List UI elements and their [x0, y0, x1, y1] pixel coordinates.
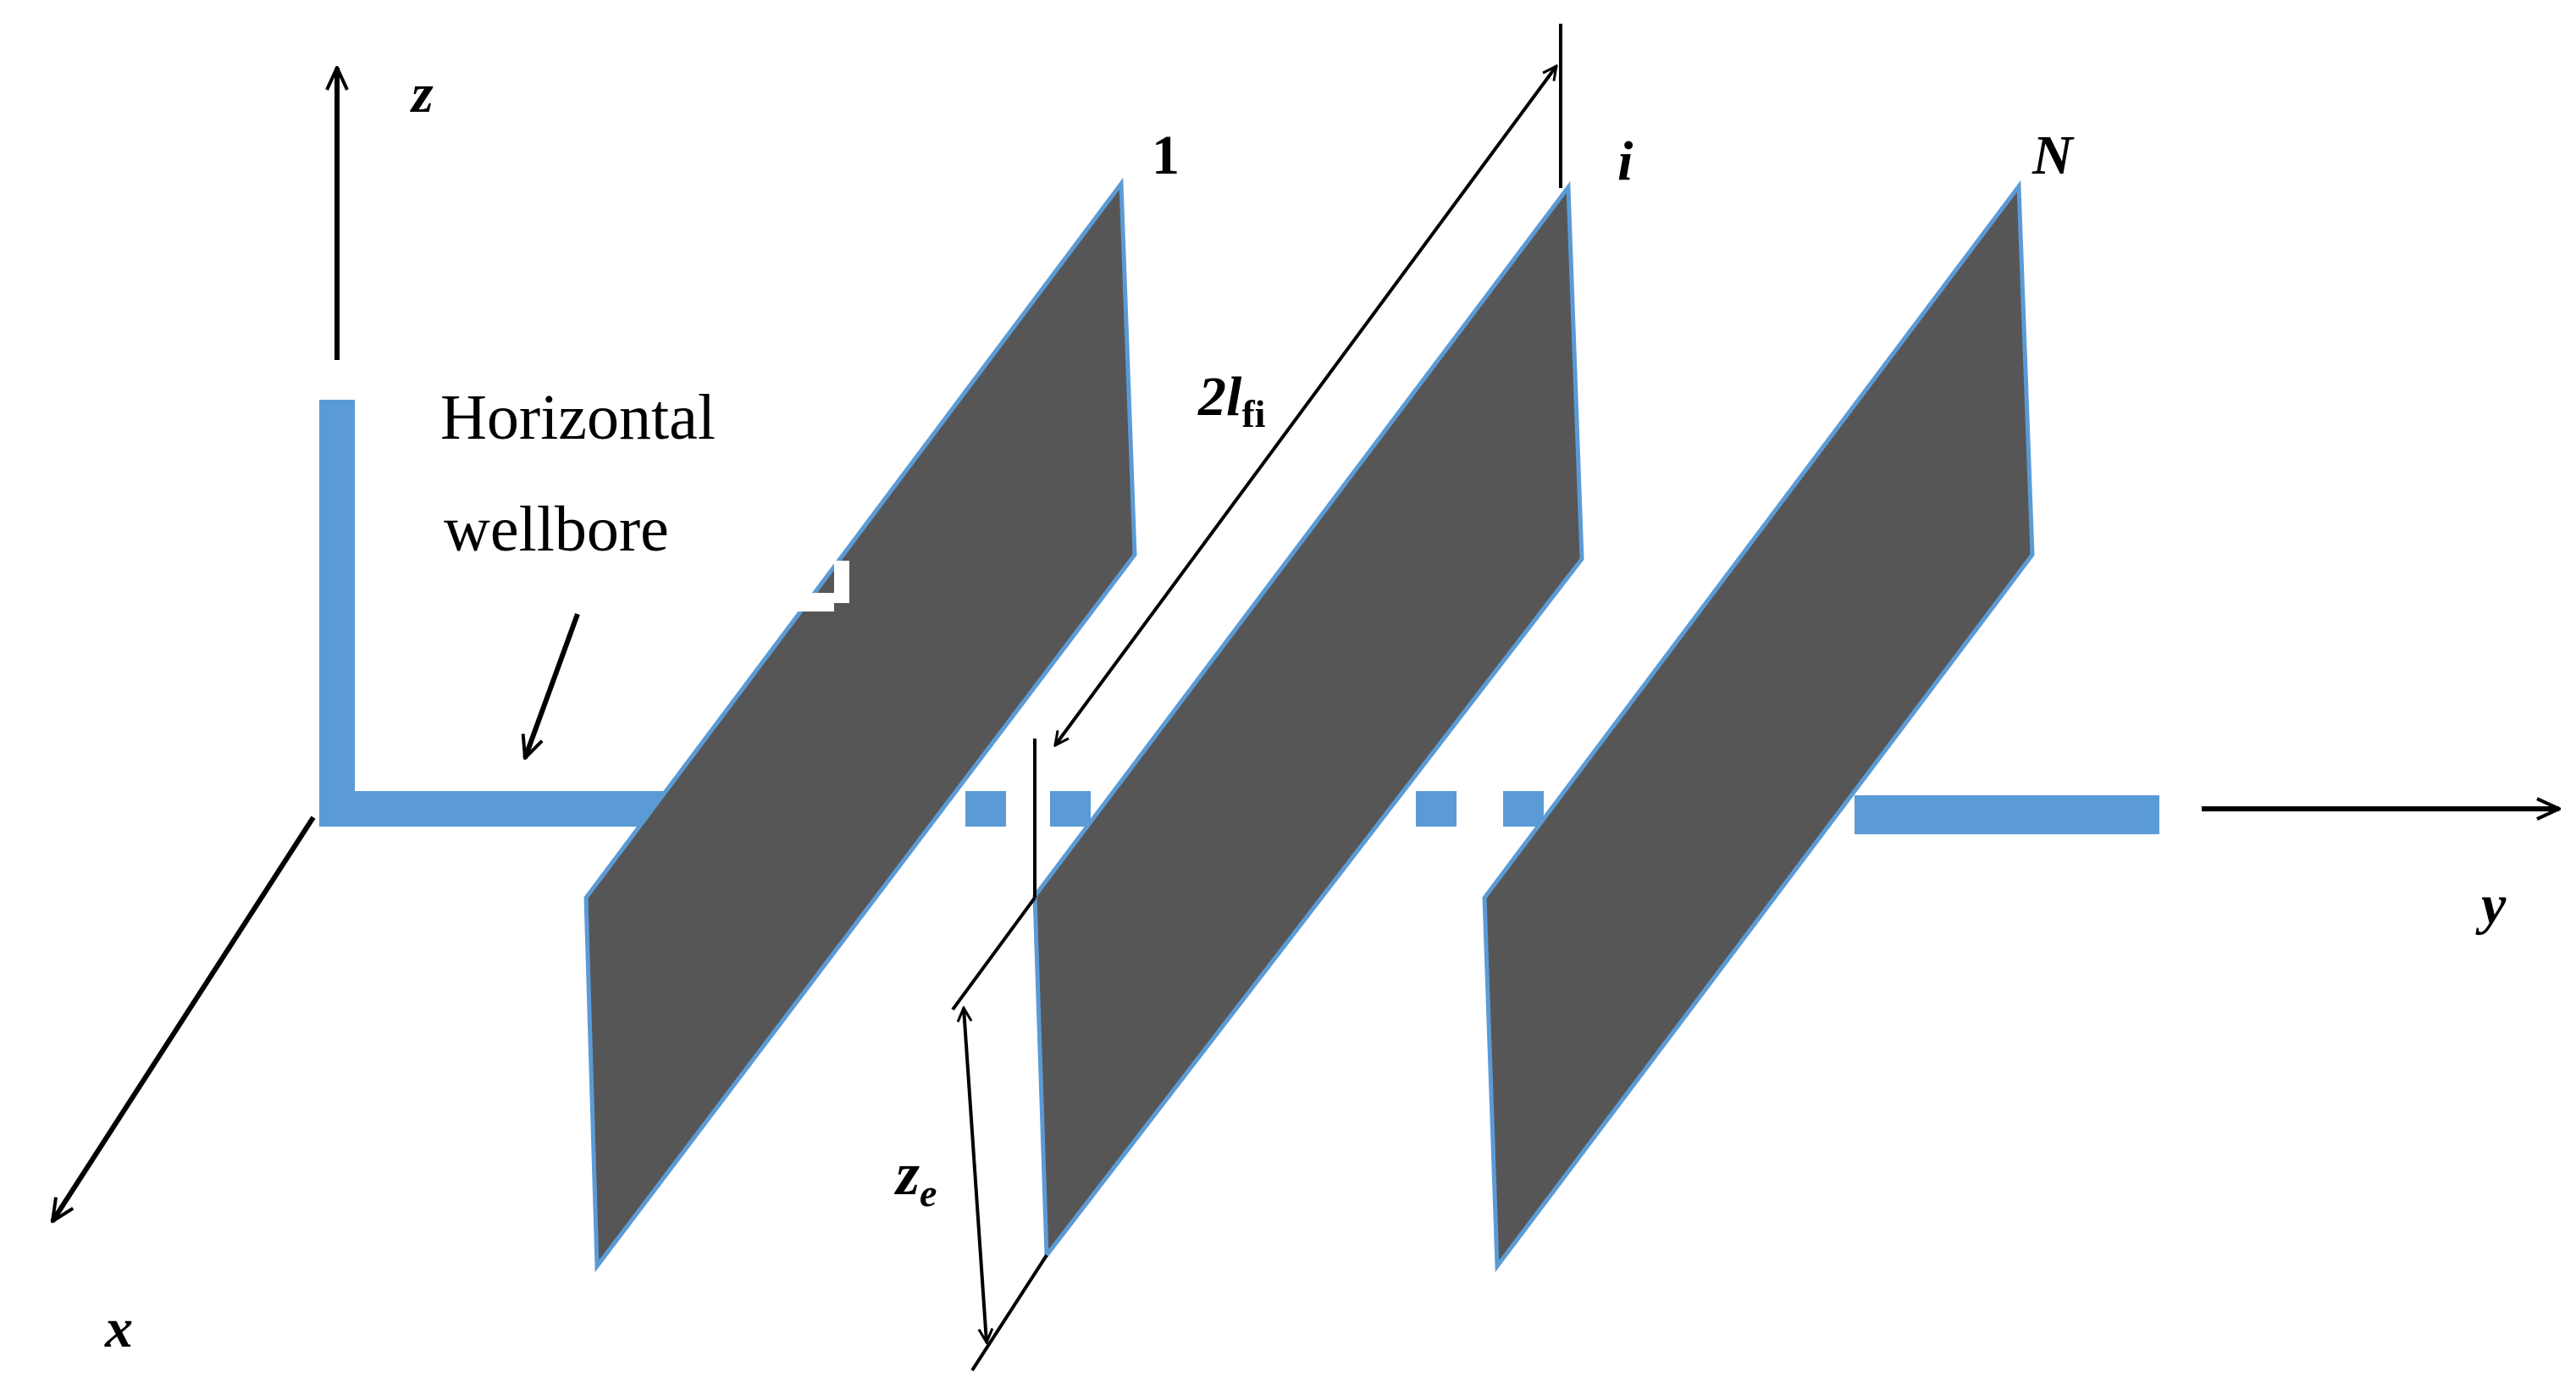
fracture-label-first: 1 [1152, 125, 1180, 186]
wellbore-label-line1: Horizontal [440, 382, 716, 453]
wellbore-dash [1416, 791, 1457, 827]
height-label-main: z [893, 1140, 920, 1208]
wellbore-label-line2: wellbore [444, 494, 669, 565]
fracture-notch [796, 593, 834, 611]
wellbore-dash [1503, 791, 1544, 827]
height-dimension-arrow [964, 1008, 987, 1342]
fracture-label-last: N [2032, 125, 2075, 186]
length-dimension-arrow [1055, 66, 1556, 745]
x-axis-arrow [53, 816, 316, 1221]
z-axis-label: z [410, 63, 434, 125]
length-label: 2lfi [1197, 366, 1266, 435]
wellbore [319, 400, 2159, 834]
height-extension-top [951, 896, 1036, 1011]
y-axis-label: y [2475, 874, 2507, 936]
height-label: ze [893, 1140, 937, 1215]
wellbore-dash [1050, 791, 1091, 827]
height-extension-bottom [970, 1253, 1048, 1372]
wellbore-dash [965, 791, 1006, 827]
length-label-main: 2l [1197, 366, 1242, 428]
wellbore-pointer-arrow [525, 612, 580, 758]
x-axis-label: x [104, 1298, 133, 1359]
fracture-notch [834, 561, 849, 603]
length-label-sub: fi [1241, 392, 1265, 435]
fracture-label-middle: i [1617, 130, 1633, 192]
height-label-sub: e [920, 1171, 937, 1215]
fracture-n [1482, 180, 2035, 1273]
